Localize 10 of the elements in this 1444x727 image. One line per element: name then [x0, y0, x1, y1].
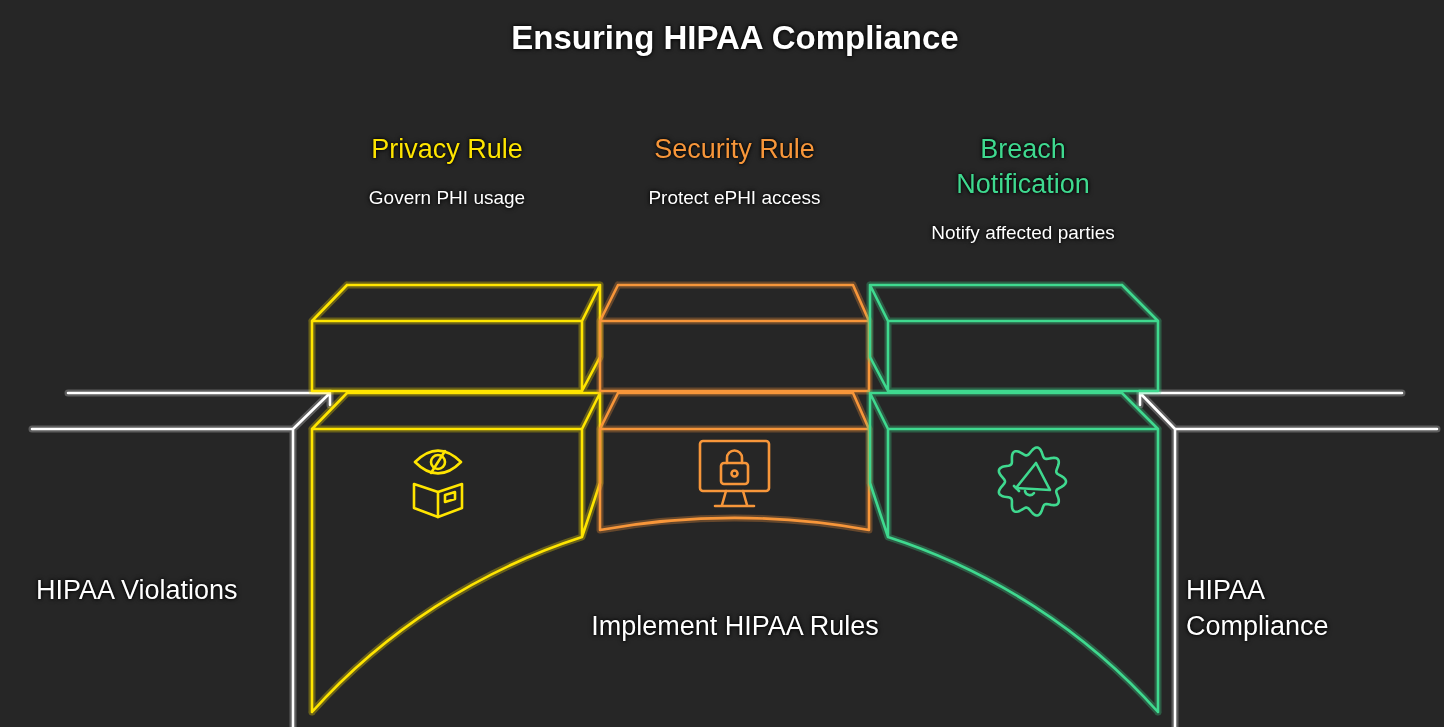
block-heading: Security Rule: [654, 133, 815, 166]
region-label: Implement HIPAA Rules: [591, 611, 879, 641]
block-description: Protect ePHI access: [648, 186, 821, 210]
block-heading: Breach Notification: [955, 133, 1091, 201]
block-description: Notify affected parties: [931, 221, 1115, 245]
block-heading: Privacy Rule: [371, 133, 523, 166]
region-label: HIPAA Violations: [36, 575, 238, 605]
diagram-title: Ensuring HIPAA Compliance: [510, 18, 960, 58]
region-label: HIPAA Compliance: [1186, 575, 1329, 641]
block-description: Govern PHI usage: [368, 186, 526, 210]
